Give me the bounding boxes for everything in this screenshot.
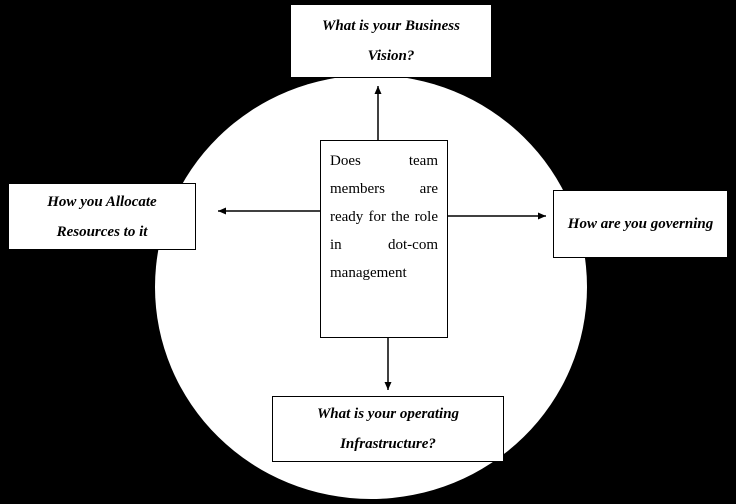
operating-infrastructure-box: What is your operating Infrastructure?: [272, 396, 504, 462]
governing-label: How are you governing: [567, 216, 714, 232]
business-vision-label: What is your Business Vision?: [322, 18, 460, 64]
center-question-box: Does team members are ready for the role…: [320, 140, 448, 338]
business-vision-box: What is your Business Vision?: [290, 4, 492, 78]
allocate-resources-label: How you Allocate Resources to it: [47, 193, 157, 240]
center-question-label: Does team members are ready for the role…: [330, 153, 438, 281]
operating-infrastructure-label: What is your operating Infrastructure?: [316, 406, 460, 452]
allocate-resources-box: How you Allocate Resources to it: [8, 183, 196, 250]
governing-box: How are you governing: [553, 190, 728, 258]
